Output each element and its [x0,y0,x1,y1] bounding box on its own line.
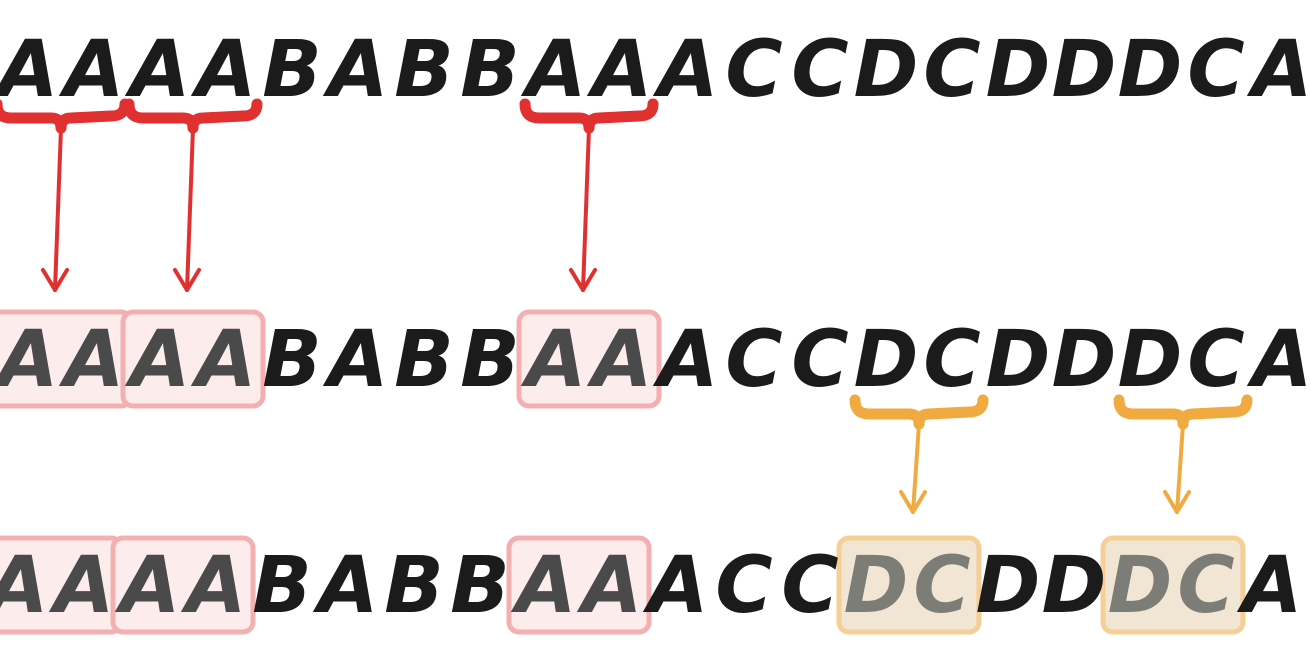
orange-arrow-shaft-4 [911,422,921,514]
row-2-letter-8: B [460,315,519,405]
row-2-letter-3: A [124,315,190,405]
row-1-letter-17: D [1052,25,1117,115]
row-2-red-highlight-box-3 [516,309,662,409]
row-3-letter-1: A [0,541,48,631]
row-2-letter-13: C [791,315,848,405]
row-3-letter-8: B [450,541,509,631]
row-2-letter-7: B [394,315,453,405]
row-3-letter-16: D [976,541,1041,631]
row-3-letter-13: C [781,541,838,631]
row-3-red-highlight-box-2 [110,535,256,635]
row-3-letter-17: D [1042,541,1107,631]
row-2-letter-17: D [1052,315,1117,405]
row-1-letter-4: A [190,25,256,115]
row-3-letter-6: A [312,541,378,631]
orange-arrow-head-5 [1163,490,1191,514]
row-1-letter-18: D [1118,25,1183,115]
row-3-letter-10: A [576,541,642,631]
row-1-letter-20: A [1246,25,1311,115]
row-3-letter-19: C [1177,541,1234,631]
row-3-letter-12: C [715,541,772,631]
orange-arrow-shaft-5 [1175,422,1185,514]
row-1-letter-6: A [322,25,388,115]
row-1-letter-3: A [124,25,190,115]
row-3-letter-7: B [384,541,443,631]
row-3-orange-highlight-box-5 [1100,535,1246,635]
row-1-letter-1: A [0,25,58,115]
row-2-letter-5: B [262,315,321,405]
row-2-letter-2: A [58,315,124,405]
row-2-letter-15: C [923,315,980,405]
row-3-letter-18: D [1108,541,1173,631]
row-1-letter-5: B [262,25,321,115]
row-2-letter-18: D [1118,315,1183,405]
row-1-letter-2: A [58,25,124,115]
red-arrow-head-3 [569,268,597,292]
row-2-letter-11: A [652,315,718,405]
row-2-letter-12: C [725,315,782,405]
row-2-letter-16: D [986,315,1051,405]
row-3-letter-4: A [180,541,246,631]
row-1-letter-16: D [986,25,1051,115]
arrow-layer [0,98,1253,514]
row-3-letter-15: C [913,541,970,631]
row-1-letter-12: C [725,25,782,115]
row-2-letter-10: A [586,315,652,405]
red-arrow-shaft-2 [185,126,195,292]
row-3-letter-2: A [48,541,114,631]
row-2-letter-1: A [0,315,58,405]
row-2-letter-20: A [1246,315,1311,405]
row-3-letter-5: B [252,541,311,631]
row-1-letter-11: A [652,25,718,115]
red-arrow-head-1 [41,268,69,292]
highlight-box-layer [0,309,1246,635]
row-3-letter-9: A [510,541,576,631]
row-2-letter-9: A [520,315,586,405]
row-1-letter-19: C [1187,25,1244,115]
row-3-letter-3: A [114,541,180,631]
red-arrow-shaft-1 [53,126,63,292]
row-2-letter-4: A [190,315,256,405]
row-2-red-highlight-box-2 [120,309,266,409]
row-1-letter-9: A [520,25,586,115]
row-2-letter-19: C [1187,315,1244,405]
row-3-orange-highlight-box-4 [836,535,982,635]
row-1-letter-14: D [854,25,919,115]
row-3-letter-14: D [844,541,909,631]
row-2-letter-14: D [854,315,919,405]
row-2-letter-6: A [322,315,388,405]
red-arrow-shaft-3 [581,126,591,292]
row-3-letter-20: A [1236,541,1302,631]
red-arrow-head-2 [173,268,201,292]
row-3-red-highlight-box-3 [506,535,652,635]
orange-arrow-head-4 [899,490,927,514]
row-3-letter-11: A [642,541,708,631]
row-1-letter-13: C [791,25,848,115]
row-1-letter-7: B [394,25,453,115]
row-1-letter-8: B [460,25,519,115]
row-1-letter-15: C [923,25,980,115]
row-1-letter-10: A [586,25,652,115]
